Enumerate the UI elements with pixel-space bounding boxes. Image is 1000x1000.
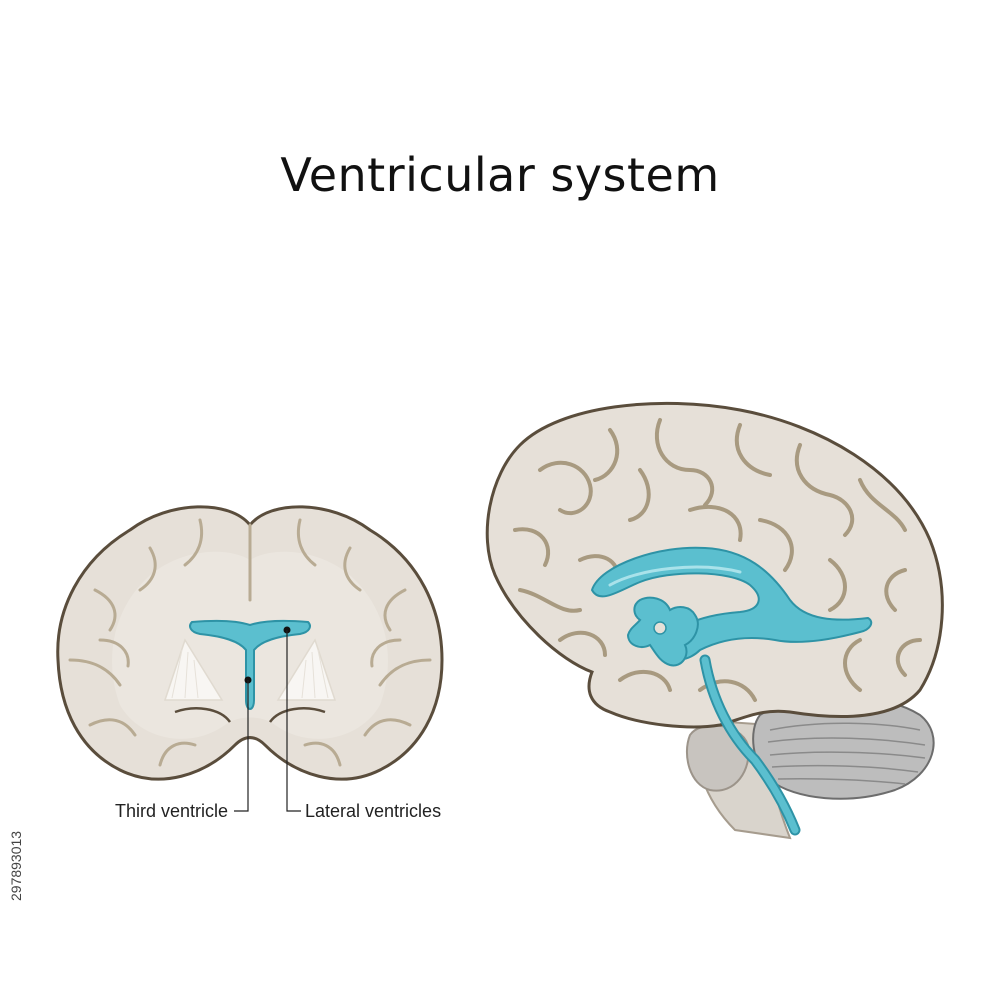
basal-ganglia-striations	[171, 649, 329, 699]
label-third-ventricle: Third ventricle	[115, 801, 228, 821]
coronal-brain-section: Third ventricle Lateral ventricles	[56, 505, 444, 821]
coronal-sulci	[68, 518, 432, 767]
coronal-temporal-fissure-left	[174, 707, 232, 723]
cerebral-sulci	[513, 418, 922, 702]
diagram-title: Ventricular system	[280, 148, 720, 202]
cerebellum-folia	[767, 722, 926, 785]
lateral-ventricles-leader-line	[286, 630, 301, 812]
third-ventricle-leader-line	[234, 680, 249, 812]
stock-image-id: 297893013	[8, 830, 24, 902]
interthalamic-adhesion	[653, 621, 667, 635]
sagittal-ventricles	[590, 546, 873, 836]
coronal-temporal-fissure-right	[268, 707, 326, 723]
basal-ganglia-right	[276, 638, 337, 701]
sagittal-lateral-ventricle	[590, 546, 873, 661]
label-lateral-ventricles: Lateral ventricles	[305, 801, 441, 821]
basal-ganglia-left	[163, 638, 224, 701]
sagittal-brain	[485, 401, 944, 840]
coronal-lateral-ventricles	[189, 619, 311, 710]
